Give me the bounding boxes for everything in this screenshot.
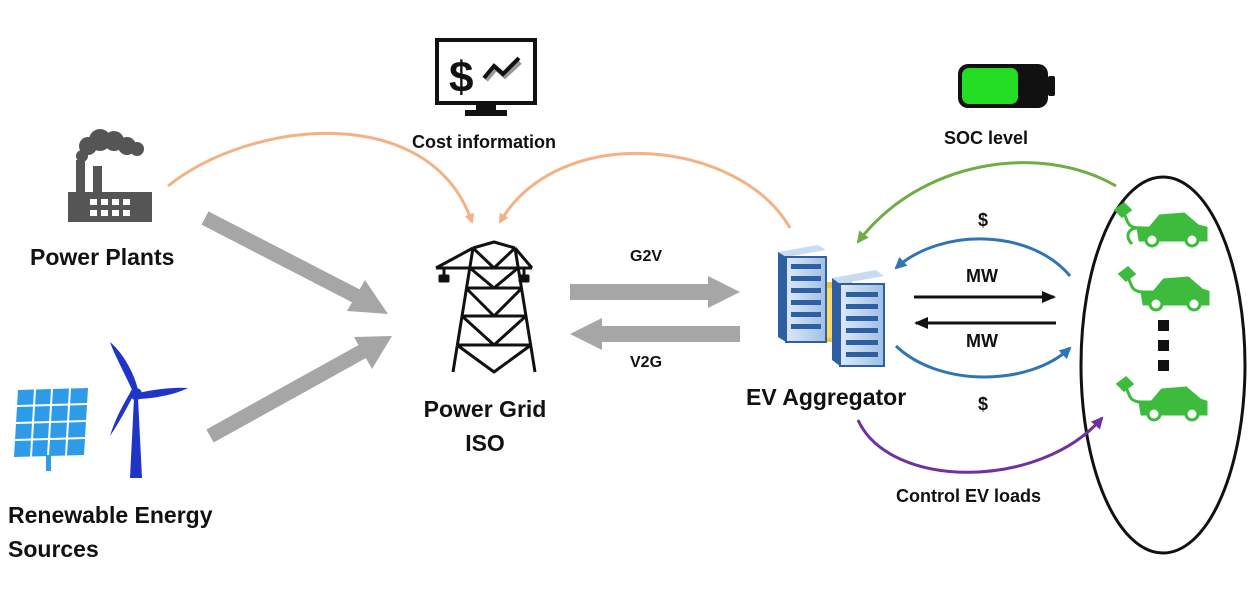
soc-level-label: SOC level — [944, 128, 1029, 148]
server-icon — [778, 245, 885, 367]
cost-info-arrow-from-aggregator — [498, 151, 792, 229]
ellipsis-dots — [1158, 320, 1169, 371]
g2v-arrow — [570, 276, 740, 308]
ev-car-icon — [1113, 202, 1208, 248]
cost-information-label: Cost information — [412, 132, 556, 152]
power-plants-label: Power Plants — [30, 244, 175, 270]
control-ev-loads-label: Control EV loads — [896, 486, 1042, 506]
iso-label: ISO — [465, 430, 505, 456]
renewable-flow-arrow — [206, 336, 392, 443]
renewable-sources-label: Sources — [8, 536, 99, 562]
ev-car-icon — [1115, 376, 1208, 422]
dollar-top-label: $ — [978, 210, 989, 230]
mw-in-label: MW — [966, 331, 998, 351]
server-rack-right — [832, 270, 885, 367]
soc-level-arrow — [856, 161, 1117, 244]
server-rack-left — [778, 245, 827, 343]
ev-aggregator-label: EV Aggregator — [746, 384, 907, 410]
dollar-glyph: $ — [449, 53, 473, 102]
power-plant-flow-arrow — [201, 211, 388, 314]
g2v-label: G2V — [630, 248, 663, 265]
transmission-tower-icon — [435, 240, 537, 374]
control-ev-loads-arrow — [856, 416, 1104, 474]
solar-panel-icon — [14, 388, 88, 471]
v2g-arrow — [570, 318, 740, 350]
mw-out-label: MW — [966, 266, 998, 286]
factory-icon — [68, 129, 152, 222]
monitor-icon: $ — [435, 38, 537, 116]
power-grid-label: Power Grid — [423, 396, 547, 422]
wind-turbine-icon — [110, 342, 188, 478]
v2g-label: V2G — [630, 354, 663, 371]
dollar-bottom-label: $ — [978, 394, 989, 414]
payment-arrow-top — [894, 237, 1072, 277]
renewable-energy-label: Renewable Energy — [8, 502, 213, 528]
cost-info-arrow-from-plants — [167, 131, 475, 224]
ev-car-icon — [1117, 266, 1210, 312]
battery-icon — [958, 64, 1055, 108]
payment-arrow-bottom — [894, 344, 1072, 379]
